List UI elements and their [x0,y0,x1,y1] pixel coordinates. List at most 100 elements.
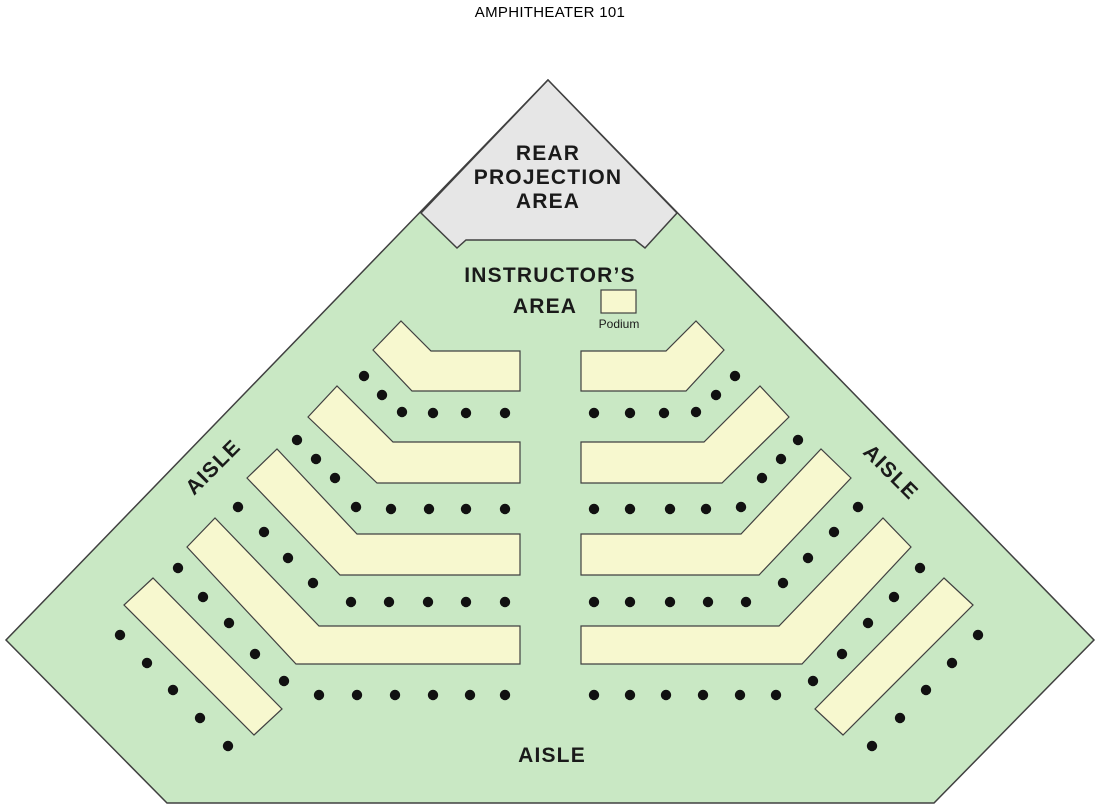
seat-right-9 [756,472,768,484]
page-title: AMPHITHEATER 101 [474,4,626,21]
seat-left-19 [345,596,357,608]
seat-right-5 [624,407,636,419]
seat-left-38 [194,712,206,724]
seat-left-7 [291,434,303,446]
seat-left-35 [114,629,126,641]
seat-right-29 [770,689,782,701]
seat-right-21 [664,596,676,608]
seat-right-28 [807,675,819,687]
seat-left-29 [313,689,325,701]
seat-left-34 [499,689,511,701]
instructor-area-label-line2: AREA [513,295,577,318]
rear-projection-label-line1: REAR [516,142,580,165]
desk-row-left-1 [372,320,521,392]
seat-left-12 [423,503,435,515]
seat-right-7 [792,434,804,446]
desk-row-right-1 [580,320,725,392]
seat-right-1 [729,370,741,382]
seat-right-39 [866,740,878,752]
rear-projection-area [419,78,679,250]
seat-left-14 [499,503,511,515]
seat-left-27 [249,648,261,660]
desk-row-right-4 [580,517,912,665]
seat-right-37 [920,684,932,696]
seat-left-39 [222,740,234,752]
aisle-label-front: AISLE [518,744,586,767]
seat-right-32 [660,689,672,701]
seat-left-2 [376,389,388,401]
seat-left-22 [460,596,472,608]
seat-right-14 [588,503,600,515]
desk-row-left-4 [186,517,521,665]
seat-left-10 [350,501,362,513]
seat-left-30 [351,689,363,701]
seat-left-4 [427,407,439,419]
seat-right-22 [624,596,636,608]
seat-right-2 [710,389,722,401]
seat-left-25 [197,591,209,603]
seat-right-15 [852,501,864,513]
instructor-area-label-line1: INSTRUCTOR’S [464,264,636,287]
seat-left-3 [396,406,408,418]
seat-right-35 [972,629,984,641]
seat-right-36 [946,657,958,669]
desk-row-right-5 [814,577,974,736]
seat-right-16 [828,526,840,538]
seat-left-18 [307,577,319,589]
seat-right-17 [802,552,814,564]
seat-right-8 [775,453,787,465]
seat-right-4 [658,407,670,419]
seat-right-13 [624,503,636,515]
seat-left-36 [141,657,153,669]
seat-left-37 [167,684,179,696]
seat-left-20 [383,596,395,608]
seat-right-3 [690,406,702,418]
seat-left-1 [358,370,370,382]
desk-rows-right [580,320,974,736]
seat-right-26 [862,617,874,629]
desk-row-right-3 [580,448,852,576]
seat-left-17 [282,552,294,564]
seat-right-24 [914,562,926,574]
seat-left-32 [427,689,439,701]
seat-right-38 [894,712,906,724]
seat-left-28 [278,675,290,687]
seat-left-13 [460,503,472,515]
seat-left-11 [385,503,397,515]
rear-projection-label-line3: AREA [516,190,580,213]
seat-left-21 [422,596,434,608]
seat-right-11 [700,503,712,515]
seat-right-31 [697,689,709,701]
desk-row-left-3 [246,448,521,576]
seat-right-19 [740,596,752,608]
seat-left-8 [310,453,322,465]
seat-left-24 [172,562,184,574]
seat-left-16 [258,526,270,538]
seat-right-25 [888,591,900,603]
seat-left-15 [232,501,244,513]
rear-projection-label-line2: PROJECTION [474,166,623,189]
seat-left-31 [389,689,401,701]
seat-right-18 [777,577,789,589]
seat-left-23 [499,596,511,608]
desk-row-left-2 [307,385,521,484]
seat-left-5 [460,407,472,419]
podium-label: Podium [599,317,640,331]
seat-right-12 [664,503,676,515]
desk-rows-left [123,320,521,736]
seat-right-20 [702,596,714,608]
seat-left-9 [329,472,341,484]
seat-right-33 [624,689,636,701]
seat-left-6 [499,407,511,419]
seat-right-27 [836,648,848,660]
seat-left-33 [464,689,476,701]
seat-right-34 [588,689,600,701]
seat-left-26 [223,617,235,629]
podium [600,289,637,314]
seats [114,370,984,752]
seat-right-6 [588,407,600,419]
seat-right-23 [588,596,600,608]
desk-row-left-5 [123,577,283,736]
seat-right-10 [735,501,747,513]
